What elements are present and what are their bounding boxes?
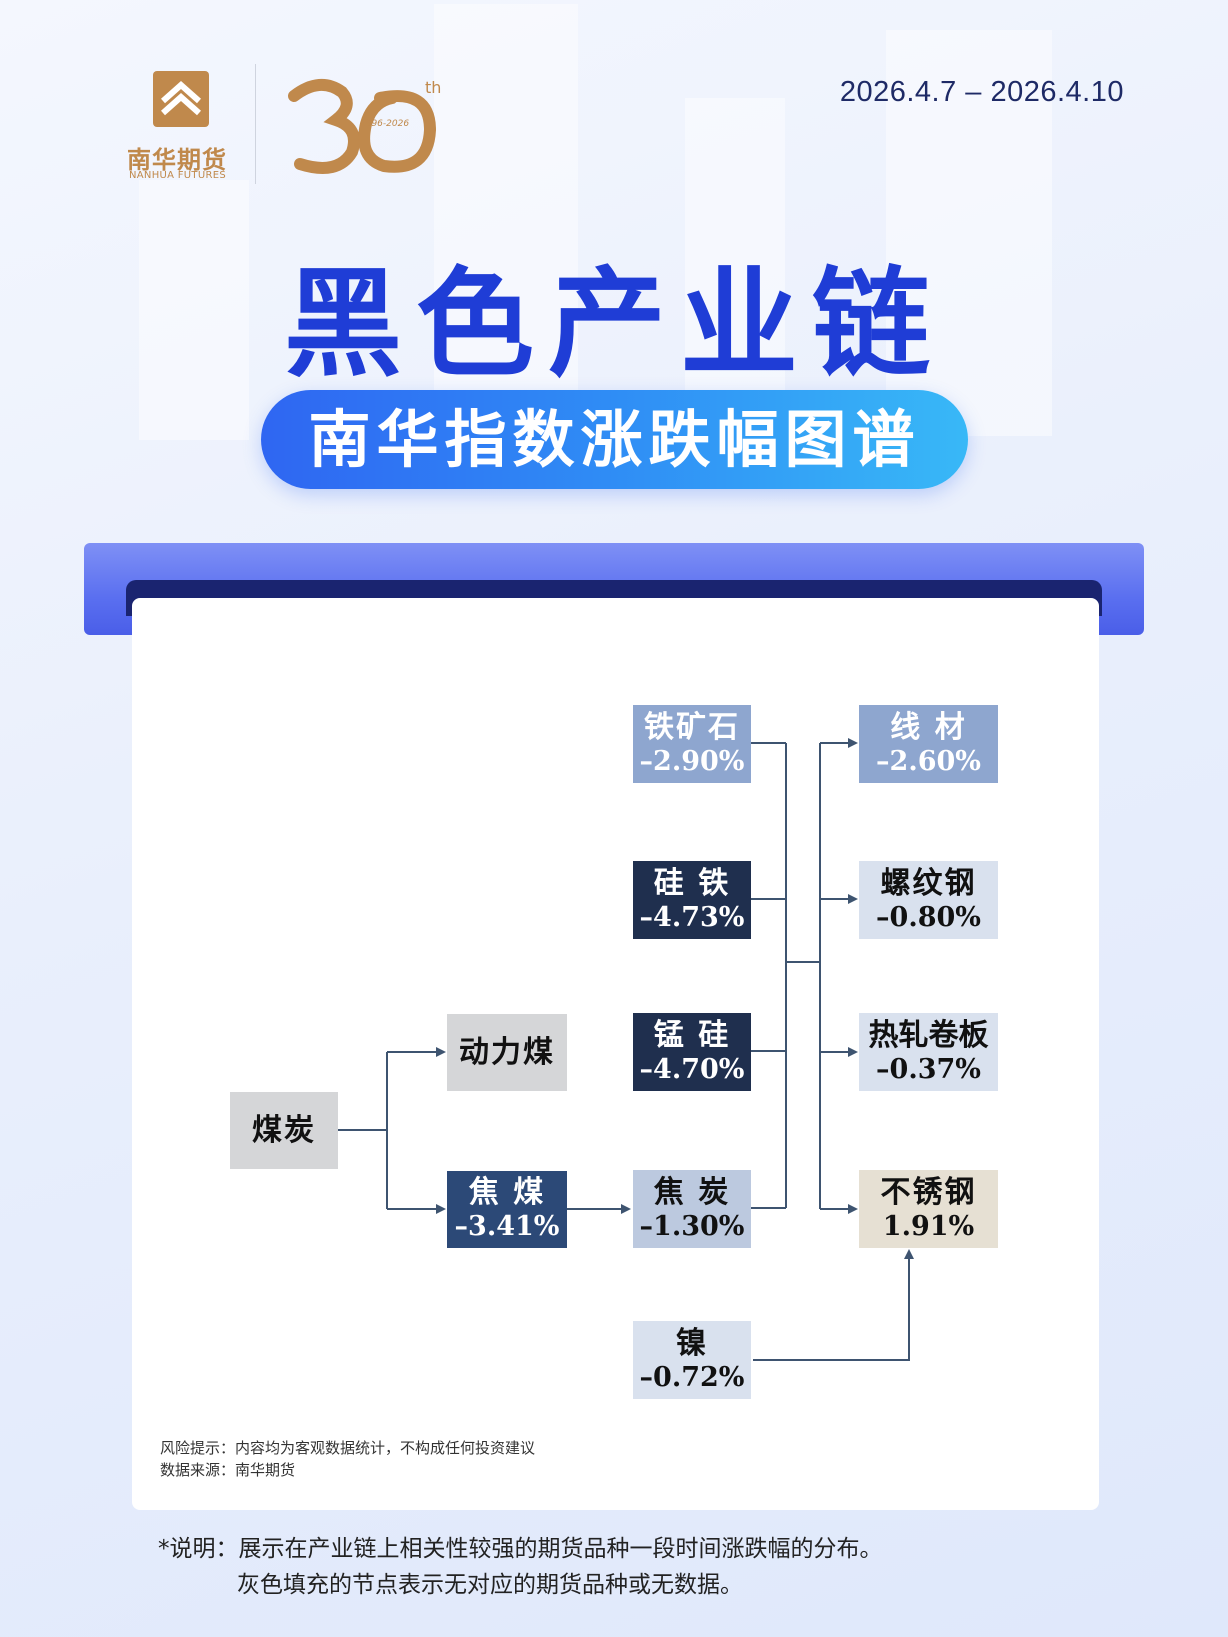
background-bar-1 — [434, 4, 578, 424]
node-iron-ore-name: 铁矿石 — [644, 709, 740, 745]
node-wire-rod: 线 材 –2.60% — [859, 705, 998, 783]
logo-divider — [255, 64, 256, 184]
node-ferrosilicon: 硅 铁 –4.73% — [633, 861, 751, 939]
node-coking-coal: 焦 煤 –3.41% — [447, 1171, 567, 1248]
node-hot-rolled-coil-name: 热轧卷板 — [868, 1017, 989, 1053]
node-nickel-value: –0.72% — [639, 1361, 745, 1393]
node-coking-coal-name: 焦 煤 — [468, 1175, 546, 1211]
brand-name-en: NANHUA FUTURES — [129, 170, 226, 181]
node-hot-rolled-coil-value: –0.37% — [876, 1053, 981, 1085]
background-bar-4 — [139, 180, 249, 440]
node-silicomanganese-name: 锰 硅 — [653, 1017, 731, 1053]
node-ferrosilicon-value: –4.73% — [639, 901, 745, 933]
node-rebar-value: –0.80% — [876, 901, 981, 933]
node-stainless-steel: 不锈钢 1.91% — [859, 1170, 998, 1248]
node-iron-ore: 铁矿石 –2.90% — [633, 705, 751, 783]
node-rebar: 螺纹钢 –0.80% — [859, 861, 998, 939]
page-title: 黑色产业链 — [283, 255, 944, 393]
node-thermal-coal: 动力煤 — [447, 1014, 567, 1091]
node-coking-coal-value: –3.41% — [454, 1211, 560, 1243]
risk-disclaimer: 风险提示：内容均为客观数据统计，不构成任何投资建议 — [160, 1439, 536, 1457]
card-notes: 风险提示：内容均为客观数据统计，不构成任何投资建议 数据来源：南华期货 — [160, 1437, 535, 1481]
explanation: *说明：展示在产业链上相关性较强的期货品种一段时间涨跌幅的分布。 灰色填充的节点… — [158, 1531, 883, 1603]
node-hot-rolled-coil: 热轧卷板 –0.37% — [859, 1013, 998, 1091]
node-stainless-steel-name: 不锈钢 — [880, 1174, 977, 1210]
node-ferrosilicon-name: 硅 铁 — [653, 865, 731, 901]
node-wire-rod-value: –2.60% — [876, 745, 981, 777]
node-silicomanganese-value: –4.70% — [639, 1053, 745, 1085]
node-nickel: 镍 –0.72% — [633, 1321, 751, 1399]
node-rebar-name: 螺纹钢 — [880, 865, 977, 901]
data-source: 数据来源：南华期货 — [160, 1461, 296, 1479]
background-bar-3 — [886, 30, 1052, 436]
node-nickel-name: 镍 — [676, 1325, 708, 1361]
node-silicomanganese: 锰 硅 –4.70% — [633, 1013, 751, 1091]
explanation-line-2: 灰色填充的节点表示无对应的期货品种或无数据。 — [237, 1572, 743, 1598]
node-coke-value: –1.30% — [639, 1210, 745, 1242]
node-coal-name: 煤炭 — [252, 1112, 316, 1148]
background-bar-2 — [685, 98, 785, 428]
node-iron-ore-value: –2.90% — [639, 745, 745, 777]
anniversary-suffix: th — [425, 78, 442, 97]
explanation-line-1: *说明：展示在产业链上相关性较强的期货品种一段时间涨跌幅的分布。 — [158, 1536, 883, 1562]
subtitle-banner: 南华指数涨跌幅图谱 — [261, 390, 968, 489]
anniversary-30-icon — [288, 79, 437, 174]
nanhua-logo-icon — [153, 71, 209, 127]
anniversary-years: 1996-2026 — [360, 119, 410, 129]
date-range: 2026.4.7 – 2026.4.10 — [839, 76, 1124, 108]
node-stainless-steel-value: 1.91% — [882, 1210, 975, 1242]
node-wire-rod-name: 线 材 — [890, 709, 967, 745]
brand-name-cn: 南华期货 — [127, 146, 227, 174]
node-coal: 煤炭 — [230, 1092, 338, 1169]
node-coke-name: 焦 炭 — [653, 1174, 731, 1210]
node-thermal-coal-name: 动力煤 — [459, 1034, 555, 1070]
node-coke: 焦 炭 –1.30% — [633, 1170, 751, 1248]
